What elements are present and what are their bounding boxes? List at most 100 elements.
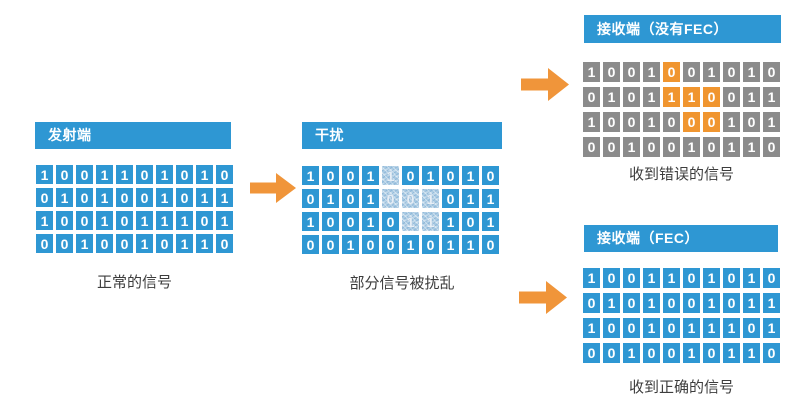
bit-cell: 0 [583,137,600,157]
bit-cell: 1 [362,212,379,231]
bit-cell: 1 [583,112,600,132]
bit-cell: 0 [116,211,133,230]
bit-cell: 0 [482,166,499,185]
bit-cell: 1 [176,211,193,230]
bit-cell: 0 [743,112,760,132]
bit-cell: 0 [723,268,740,288]
bit-cell: 1 [136,234,153,253]
bit-cell: 0 [583,293,600,313]
bit-cell: 0 [723,62,740,82]
bit-cell: 1 [76,234,93,253]
bit-cell: 1 [743,268,760,288]
bit-cell: 0 [76,211,93,230]
bit-cell: 1 [683,343,700,363]
bit-cell: 0 [342,189,359,208]
bit-cell: 0 [36,234,53,253]
bit-cell: 1 [603,293,620,313]
bit-cell: 0 [322,235,339,254]
bit-cell: 1 [643,268,660,288]
bit-cell: 0 [663,112,680,132]
bit-cell: 1 [156,165,173,184]
bit-cell: 0 [683,112,700,132]
bit-cell: 0 [703,112,720,132]
bit-cell: 0 [703,87,720,107]
bit-cell: 0 [156,234,173,253]
bit-cell: 0 [683,293,700,313]
bit-cell: 1 [743,137,760,157]
bit-cell: 0 [136,165,153,184]
bit-cell: 1 [442,235,459,254]
bit-cell: 1 [583,318,600,338]
bit-cell: 0 [402,166,419,185]
bit-cell: 0 [683,268,700,288]
bit-cell: 0 [663,343,680,363]
bit-cell: 0 [643,137,660,157]
bit-cell: 1 [663,268,680,288]
bit-cell: 1 [116,165,133,184]
bit-cell: 1 [703,293,720,313]
bit-cell: 0 [382,189,399,208]
bit-cell: 0 [763,268,780,288]
bit-cell: 0 [322,212,339,231]
bit-cell: 1 [763,112,780,132]
bit-cell: 0 [482,235,499,254]
bit-cell: 1 [216,211,233,230]
bit-cell: 1 [402,235,419,254]
bit-cell: 1 [196,188,213,207]
bit-cell: 1 [723,318,740,338]
bit-cell: 0 [603,268,620,288]
transmitter-caption: 正常的信号 [96,274,172,291]
bit-cell: 1 [362,166,379,185]
bit-cell: 0 [603,343,620,363]
bit-cell: 1 [462,235,479,254]
bit-cell: 1 [422,212,439,231]
bit-cell: 0 [743,318,760,338]
bit-cell: 1 [96,211,113,230]
bit-cell: 1 [643,112,660,132]
bit-cell: 1 [302,166,319,185]
bit-cell: 1 [36,211,53,230]
bit-cell: 1 [462,166,479,185]
bit-cell: 1 [362,189,379,208]
bit-cell: 0 [442,166,459,185]
bit-cell: 0 [342,166,359,185]
bit-cell: 0 [603,62,620,82]
bit-cell: 1 [156,188,173,207]
receiver-fec-header: 接收端（FEC） [584,225,778,252]
arrow-right-icon [521,67,569,102]
bit-cell: 1 [643,62,660,82]
receiver-no-fec-header: 接收端（没有FEC） [584,15,781,43]
bit-cell: 1 [683,137,700,157]
bit-cell: 0 [196,211,213,230]
bit-cell: 0 [362,235,379,254]
bit-cell: 1 [56,188,73,207]
bit-cell: 1 [136,211,153,230]
bit-cell: 1 [763,318,780,338]
bit-cell: 0 [382,235,399,254]
bit-cell: 0 [683,62,700,82]
bit-cell: 0 [703,343,720,363]
bit-cell: 1 [583,268,600,288]
bit-cell: 0 [176,165,193,184]
bit-cell: 1 [216,188,233,207]
bit-cell: 0 [36,188,53,207]
bit-cell: 0 [643,343,660,363]
bit-cell: 1 [743,293,760,313]
bit-cell: 0 [603,137,620,157]
bit-cell: 1 [643,293,660,313]
receiver-no-fec-caption: 收到错误的信号 [628,166,734,183]
bit-cell: 0 [703,137,720,157]
transmitter-header: 发射端 [35,122,231,149]
arrow-right-icon [250,172,296,204]
bit-cell: 0 [583,343,600,363]
bit-cell: 1 [723,343,740,363]
bit-cell: 1 [683,318,700,338]
interference-caption: 部分信号被扰乱 [349,275,455,292]
bit-cell: 0 [76,165,93,184]
bit-cell: 0 [763,62,780,82]
arrow-right-icon [519,280,567,315]
